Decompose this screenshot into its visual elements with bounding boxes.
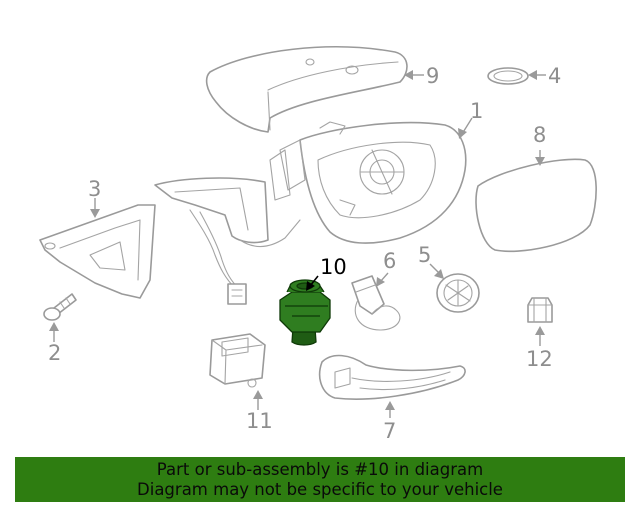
callout-3: 3: [88, 177, 101, 201]
callout-7: 7: [383, 419, 396, 443]
part-1-mirror-housing: [269, 121, 467, 244]
part-11-module: [209, 333, 266, 388]
info-banner: Part or sub-assembly is #10 in diagram D…: [15, 457, 625, 502]
leader-lines: [49, 70, 546, 418]
callout-10: 10: [320, 255, 347, 279]
callout-5: 5: [418, 243, 431, 267]
callout-12: 12: [526, 347, 553, 371]
callout-9: 9: [426, 64, 439, 88]
banner-line-1: Part or sub-assembly is #10 in diagram: [156, 460, 484, 479]
part-3-bracket-plate: [39, 204, 156, 299]
parts-diagram: 9 4 1 8 3 2 10 6 5 12 11 7: [39, 46, 597, 443]
mirror-base-bracket: [154, 177, 301, 305]
callout-2: 2: [48, 341, 61, 365]
part-6-indicator: [351, 275, 401, 331]
part-4-ring: [487, 67, 529, 85]
part-12-clip: [527, 297, 553, 323]
part-7-turn-signal: [318, 354, 466, 400]
part-5-motor: [436, 273, 480, 313]
callout-4: 4: [548, 64, 561, 88]
callout-11: 11: [246, 409, 273, 433]
part-9-mirror-cap: [205, 46, 408, 133]
part-2-screw: [43, 293, 77, 321]
callout-1: 1: [470, 99, 483, 123]
part-8-mirror-glass: [475, 158, 597, 253]
callout-6: 6: [383, 249, 396, 273]
part-10-mirror-actuator: [279, 279, 331, 346]
callout-8: 8: [533, 123, 546, 147]
callout-labels: 9 4 1 8 3 2 10 6 5 12 11 7: [48, 64, 561, 443]
banner-line-2: Diagram may not be specific to your vehi…: [137, 480, 503, 499]
